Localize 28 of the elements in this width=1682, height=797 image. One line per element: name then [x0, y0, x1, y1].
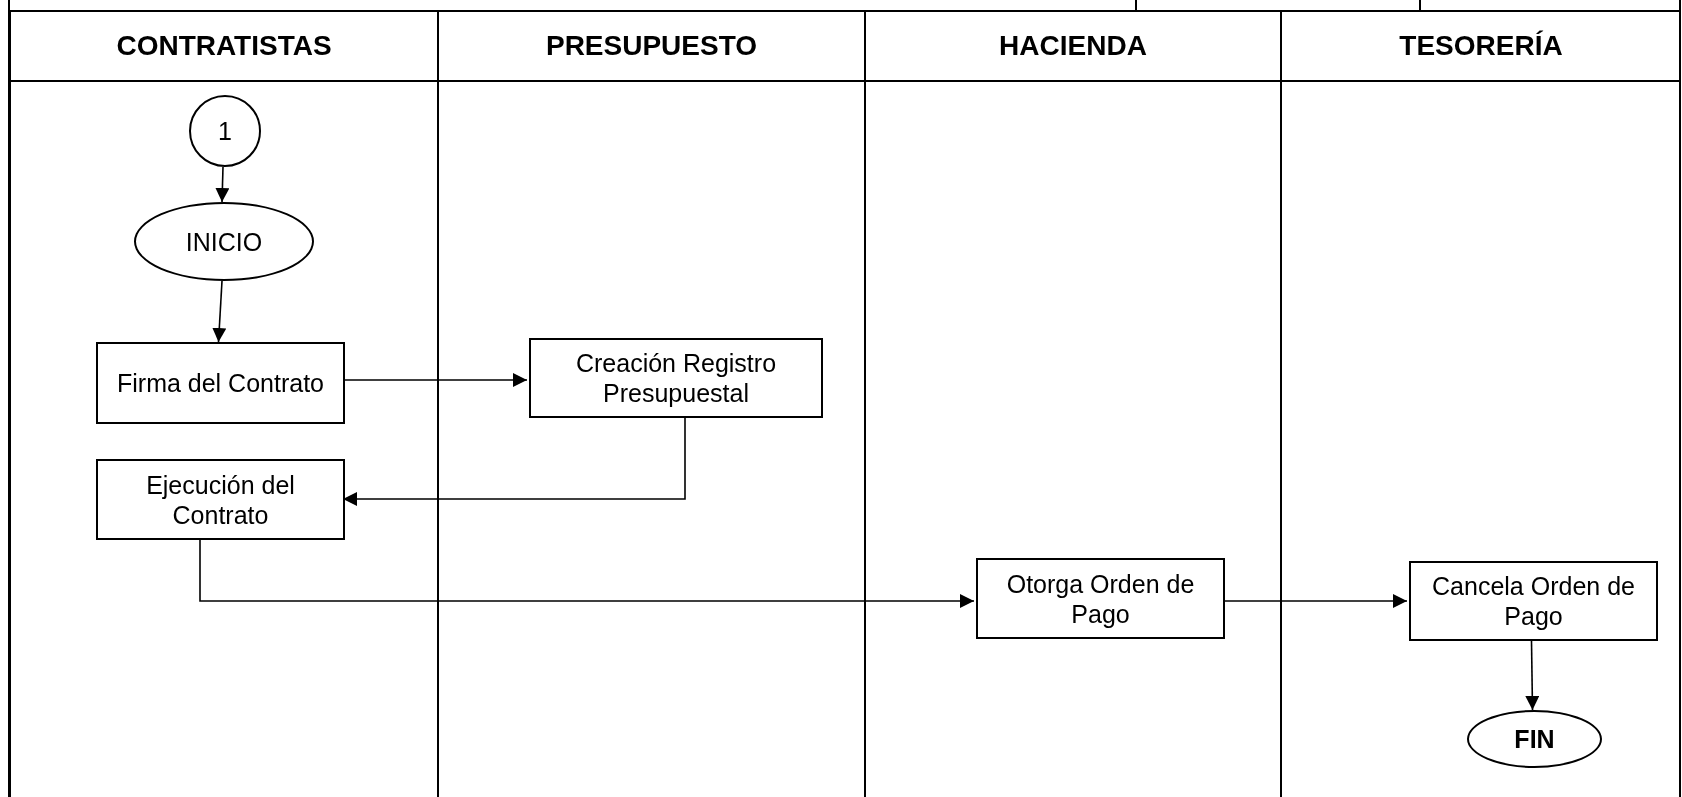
swimlane [864, 11, 1280, 797]
node-text: Firma del Contrato [117, 368, 324, 398]
arrow [1525, 640, 1540, 711]
process-box [976, 558, 1225, 639]
node-text: FIN [1514, 724, 1555, 754]
lane-title: PRESUPUESTO [545, 29, 758, 62]
arrow [199, 539, 975, 608]
arrow [1222, 594, 1408, 608]
node-text: INICIO [185, 226, 263, 257]
process-box [1409, 561, 1658, 641]
node-text: Ejecución del Contrato [145, 469, 296, 530]
swimlane [1280, 11, 1680, 797]
process-box [96, 342, 345, 424]
swimlane [9, 11, 437, 797]
swimlane [437, 11, 864, 797]
lane-title: TESORERÍA [1399, 29, 1563, 62]
node-text: Otorga Orden de Pago [1005, 568, 1196, 629]
arrow [215, 166, 230, 203]
arrow [342, 417, 686, 506]
lane-title: CONTRATISTAS [116, 29, 332, 62]
node-text: Cancela Orden de Pago [1431, 571, 1636, 631]
process-box [96, 459, 345, 540]
lane-title: HACIENDA [999, 29, 1147, 62]
arrow [342, 373, 528, 387]
node-text: Creación Registro Presupuestal [574, 348, 778, 408]
process-box [529, 338, 823, 418]
arrow [212, 280, 227, 343]
node-text: 1 [218, 116, 232, 146]
